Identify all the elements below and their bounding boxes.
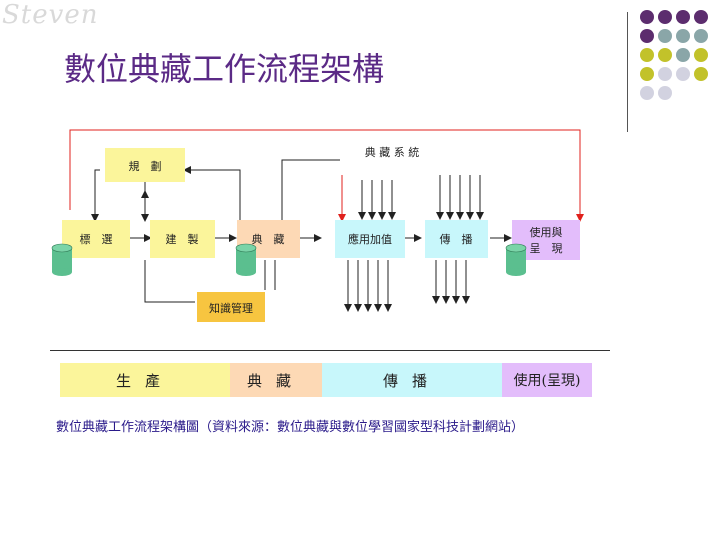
node-planning: 規 劃 xyxy=(105,148,185,182)
decor-dot xyxy=(694,67,708,81)
system-loop-lines xyxy=(69,129,584,222)
phase-production: 生產 xyxy=(60,363,230,397)
phase-dissemination: 傳播 xyxy=(322,363,502,397)
decor-dot-grid xyxy=(640,10,715,125)
node-digitize: 建 製 xyxy=(150,220,215,258)
database-icon xyxy=(235,243,257,276)
node-disseminate: 傳 播 xyxy=(425,220,488,258)
decor-dot xyxy=(658,29,672,43)
fan-arrows xyxy=(344,175,484,312)
decor-dot xyxy=(676,48,690,62)
svg-text:知識管理: 知識管理 xyxy=(209,301,253,315)
decor-dot xyxy=(694,48,708,62)
decor-dot xyxy=(676,10,690,24)
svg-text:呈 現: 呈 現 xyxy=(530,242,563,255)
svg-text:使用與: 使用與 xyxy=(530,225,563,239)
connector-lines xyxy=(91,159,512,303)
phase-dissemination-label: 傳播 xyxy=(382,371,441,390)
decor-dot xyxy=(694,10,708,24)
decor-dot xyxy=(676,67,690,81)
decor-dot xyxy=(658,48,672,62)
system-label: 典 藏 系 統 xyxy=(365,145,420,159)
node-knowledge: 知識管理 xyxy=(197,292,265,322)
system-label-group: 典 藏 系 統 xyxy=(350,142,435,162)
database-icon xyxy=(505,243,527,276)
decor-divider xyxy=(627,12,628,132)
decor-dot xyxy=(640,86,654,100)
decor-dot xyxy=(694,29,708,43)
svg-text:傳 播: 傳 播 xyxy=(440,232,473,246)
node-user: 使用與 呈 現 xyxy=(512,220,580,260)
decor-dot xyxy=(658,67,672,81)
phase-collection: 典藏 xyxy=(230,363,322,397)
phase-usage: 使用(呈現) xyxy=(502,363,592,397)
workflow-diagram: 典 藏 系 統 xyxy=(51,129,584,322)
decor-dot xyxy=(640,10,654,24)
node-select: 標 選 xyxy=(62,220,130,258)
phase-collection-label: 典藏 xyxy=(246,371,305,390)
decor-dot xyxy=(658,10,672,24)
node-apply: 應用加值 xyxy=(335,220,405,258)
svg-text:典 藏: 典 藏 xyxy=(252,232,285,246)
svg-text:建 製: 建 製 xyxy=(166,232,199,246)
database-icon xyxy=(51,243,73,276)
decor-dot xyxy=(640,29,654,43)
phase-divider-line xyxy=(50,350,610,351)
decor-dot xyxy=(640,48,654,62)
svg-text:規 劃: 規 劃 xyxy=(129,159,162,173)
decor-dot xyxy=(658,86,672,100)
page-title: 數位典藏工作流程架構 xyxy=(64,50,385,88)
figure-caption: 數位典藏工作流程架構圖（資料來源：數位典藏與數位學習國家型科技計劃網站） xyxy=(56,420,525,435)
phase-usage-label: 使用(呈現) xyxy=(513,373,581,389)
decor-dot xyxy=(640,67,654,81)
decor-dot xyxy=(676,29,690,43)
svg-text:應用加值: 應用加值 xyxy=(348,232,392,246)
phase-production-label: 生產 xyxy=(115,371,174,390)
steven-logo: Steven xyxy=(2,0,99,30)
svg-text:標 選: 標 選 xyxy=(80,232,113,246)
